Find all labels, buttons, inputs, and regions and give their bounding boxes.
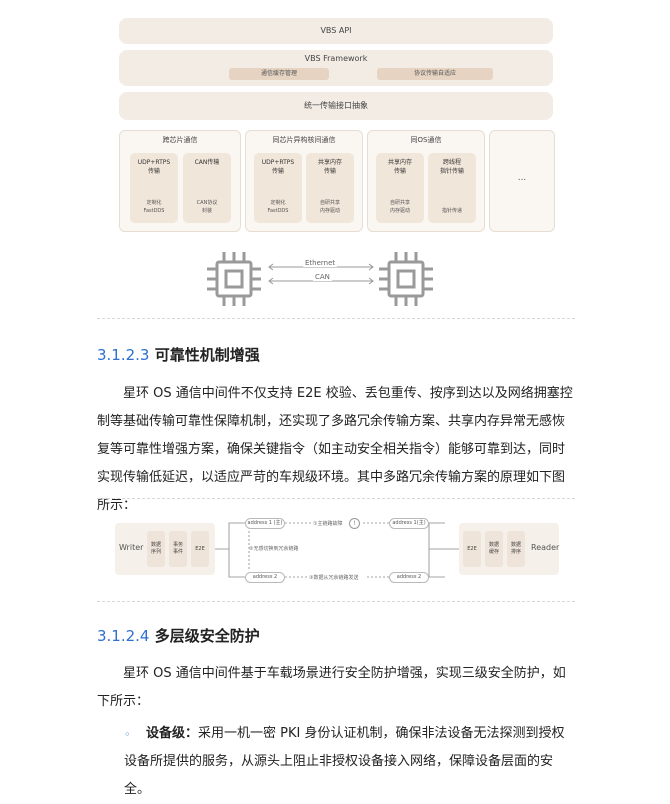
reader-panel: E2E 数据 缓存 数据 排序 Reader [459, 523, 559, 575]
more-ellipsis: ... [517, 173, 527, 183]
transport-card: 共享内存 传输 自研共享 内存驱动 [376, 153, 424, 223]
same-os-group: 同OS通信 共享内存 传输 自研共享 内存驱动 跨线程 指针传输 指针传递 [367, 130, 485, 232]
card-subtitle: 指针传递 [441, 208, 462, 214]
unified-transport-layer: 统一传输接口抽象 [119, 92, 553, 120]
ethernet-label: Ethernet [303, 259, 338, 267]
group-title: 跨芯片通信 [162, 136, 198, 144]
reader-box: 数据 排序 [507, 531, 525, 567]
card-subtitle: CAN协议 封装 [196, 200, 218, 214]
card-subtitle: 定制化 FastDDS [143, 200, 165, 214]
paragraph-text: 星环 OS 通信中间件基于车载场景进行安全防护增强，实现三级安全防护，如下所示： [97, 666, 566, 709]
section-number: 3.1.2.3 [97, 346, 150, 364]
address-1-primary-left: address 1 (主) [245, 518, 285, 529]
section-title: 可靠性机制增强 [154, 346, 260, 364]
section-heading-security: 3.1.2.4 多层级安全防护 [97, 625, 260, 646]
reliability-paragraph: 星环 OS 通信中间件不仅支持 E2E 校验、丢包重传、按序到达以及网络拥塞控制… [97, 380, 575, 520]
card-subtitle: 自研共享 内存驱动 [389, 200, 410, 214]
vbs-framework-layer: VBS Framework 通信缓存管理 协议传输自适应 [119, 50, 553, 86]
card-title: 共享内存 传输 [387, 159, 412, 175]
reader-box: E2E [463, 531, 481, 567]
network-arrows [268, 263, 374, 285]
transport-card: UDP+RTPS 传输 定制化 FastDDS [254, 153, 302, 223]
more-group: ... [489, 130, 555, 232]
group-title: 同芯片异构核间通信 [272, 136, 336, 144]
framework-pill-cache: 通信缓存管理 [229, 68, 329, 80]
security-paragraph: 星环 OS 通信中间件基于车载场景进行安全防护增强，实现三级安全防护，如下所示： [97, 660, 575, 716]
bullet-label: 设备级： [146, 726, 199, 741]
writer-panel: Writer 数据 序列 事务 事件 E2E [115, 523, 215, 575]
can-label: CAN [313, 273, 332, 281]
switch-note: ②无感切换到冗余链路 [249, 546, 299, 552]
redundant-transport-figure: Writer 数据 序列 事务 事件 E2E E2E 数据 缓存 数据 排序 R… [97, 498, 575, 602]
vbs-api-layer: VBS API [119, 18, 553, 44]
chip-icon-right [379, 252, 433, 306]
writer-label: Writer [119, 543, 144, 552]
paragraph-text: 星环 OS 通信中间件不仅支持 E2E 校验、丢包重传、按序到达以及网络拥塞控制… [97, 386, 573, 513]
section-number: 3.1.2.4 [97, 627, 150, 645]
redundant-paths [215, 522, 459, 578]
chip-icon-left [207, 252, 261, 306]
card-subtitle: 定制化 FastDDS [267, 200, 289, 214]
writer-box: 事务 事件 [169, 531, 187, 567]
card-title: UDP+RTPS 传输 [261, 159, 295, 175]
transport-card: CAN传输 CAN协议 封装 [183, 153, 231, 223]
transport-card: 共享内存 传输 自研共享 内存驱动 [306, 153, 354, 223]
card-title: CAN传输 [194, 159, 220, 166]
reader-label: Reader [531, 543, 560, 552]
same-chip-heterogeneous-group: 同芯片异构核间通信 UDP+RTPS 传输 定制化 FastDDS 共享内存 传… [245, 130, 363, 232]
group-title: 同OS通信 [410, 136, 442, 144]
card-title: 跨线程 指针传输 [439, 159, 464, 175]
section-title: 多层级安全防护 [154, 627, 260, 645]
redundant-send-note: ③数据从冗余链路发送 [309, 575, 359, 581]
bullet-icon: ◦ [124, 728, 131, 741]
transport-card: 跨线程 指针传输 指针传递 [428, 153, 476, 223]
card-subtitle: 自研共享 内存驱动 [319, 200, 340, 214]
address-2-right: address 2 [389, 572, 429, 583]
bullet-text: 采用一机一密 PKI 身份认证机制，确保非法设备无法探测到授权设备所提供的服务，… [124, 726, 565, 797]
cross-chip-group: 跨芯片通信 UDP+RTPS 传输 定制化 FastDDS CAN传输 CAN协… [119, 130, 241, 232]
primary-link-fault-note: ①主链路故障 [313, 521, 343, 527]
section-heading-reliability: 3.1.2.3 可靠性机制增强 [97, 344, 260, 365]
card-title: 共享内存 传输 [317, 159, 342, 175]
card-title: UDP+RTPS 传输 [137, 159, 171, 175]
framework-pill-protocol: 协议传输自适应 [377, 68, 493, 80]
address-1-primary-right: address 1(主) [389, 518, 429, 529]
fault-icon: ! [349, 518, 360, 529]
writer-box: 数据 序列 [147, 531, 165, 567]
reader-box: 数据 缓存 [485, 531, 503, 567]
address-2-left: address 2 [245, 572, 285, 583]
writer-box: E2E [191, 531, 209, 567]
architecture-figure: VBS API VBS Framework 通信缓存管理 协议传输自适应 统一传… [97, 0, 575, 319]
vbs-framework-title: VBS Framework [304, 54, 368, 63]
transport-card: UDP+RTPS 传输 定制化 FastDDS [130, 153, 178, 223]
device-level-item: 设备级：采用一机一密 PKI 身份认证机制，确保非法设备无法探测到授权设备所提供… [124, 720, 575, 804]
